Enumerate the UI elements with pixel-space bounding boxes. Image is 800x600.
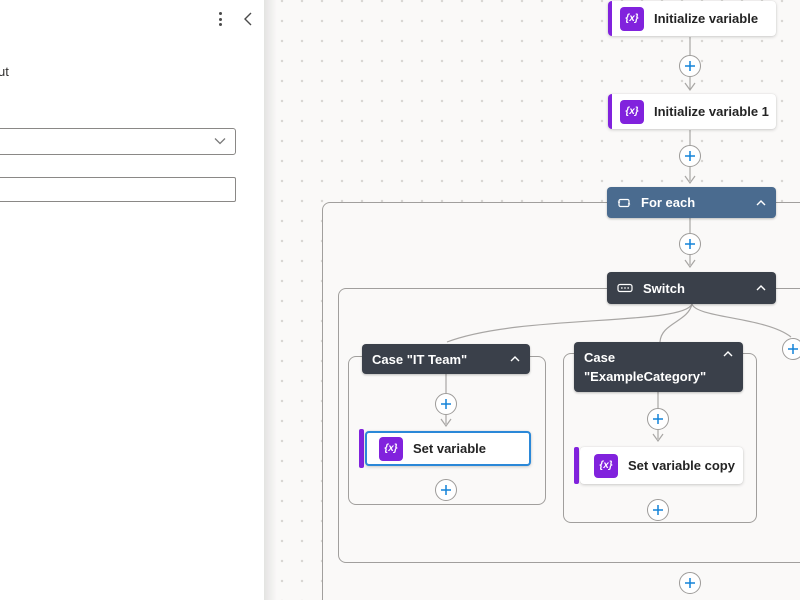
insert-action-button[interactable] [679, 55, 701, 77]
parameter-input[interactable] [0, 177, 236, 202]
plus-icon [653, 505, 663, 515]
plus-icon [788, 344, 798, 354]
insert-action-button[interactable] [679, 145, 701, 167]
action-label: Set variable [413, 441, 486, 456]
scope-case-it-team[interactable]: Case "IT Team" [362, 344, 530, 374]
insert-action-button[interactable] [435, 393, 457, 415]
plus-icon [653, 414, 663, 424]
collapse-panel-button[interactable] [238, 9, 256, 29]
insert-action-button[interactable] [647, 499, 669, 521]
insert-action-button[interactable] [435, 479, 457, 501]
chevron-up-icon [756, 199, 766, 205]
scope-label: Switch [643, 280, 685, 296]
action-initialize-variable[interactable]: {x} Initialize variable [608, 1, 776, 36]
variable-icon: {x} [620, 99, 644, 124]
variable-icon: {x} [594, 453, 618, 478]
action-initialize-variable-1[interactable]: {x} Initialize variable 1 [608, 94, 776, 129]
scope-label: For each [641, 195, 696, 210]
chevron-up-icon [723, 351, 733, 357]
chevron-up-icon [510, 356, 520, 362]
collapse-scope-button[interactable] [723, 351, 733, 357]
plus-icon [685, 61, 695, 71]
scope-case-example-category[interactable]: Case "ExampleCategory" [574, 342, 743, 392]
plus-icon [441, 399, 451, 409]
scope-switch[interactable]: Switch [607, 272, 776, 304]
chevron-up-icon [756, 285, 766, 291]
action-label: Initialize variable [654, 11, 759, 26]
chevron-left-icon [243, 12, 251, 26]
connector-accent-bar [574, 447, 579, 484]
field-label-fragment: ut [0, 64, 9, 79]
variable-icon: {x} [620, 6, 644, 31]
scope-label: Case "IT Team" [372, 351, 468, 367]
plus-icon [685, 578, 695, 588]
variable-icon: {x} [379, 436, 403, 461]
scope-for-each[interactable]: For each [607, 187, 776, 218]
connector-accent-bar [608, 1, 612, 36]
plus-icon [685, 151, 695, 161]
action-set-variable-copy[interactable]: {x} Set variable copy [580, 447, 743, 484]
properties-panel: ut [0, 0, 264, 600]
collapse-scope-button[interactable] [510, 356, 520, 362]
insert-action-button[interactable] [647, 408, 669, 430]
parameter-dropdown[interactable] [0, 128, 236, 155]
connector-accent-bar [359, 429, 364, 468]
action-set-variable[interactable]: {x} Set variable [365, 431, 531, 466]
switch-icon [617, 283, 633, 293]
insert-action-button[interactable] [679, 572, 701, 594]
scope-label: Case "ExampleCategory" [584, 350, 707, 384]
connector-accent-bar [608, 94, 612, 129]
action-label: Initialize variable 1 [654, 104, 769, 119]
more-options-icon[interactable] [212, 9, 228, 29]
action-label: Set variable copy [628, 458, 735, 473]
collapse-scope-button[interactable] [756, 285, 766, 291]
insert-action-button[interactable] [679, 233, 701, 255]
for-each-icon [617, 197, 631, 209]
plus-icon [685, 239, 695, 249]
add-case-button[interactable] [782, 338, 800, 360]
collapse-scope-button[interactable] [756, 199, 766, 206]
plus-icon [441, 485, 451, 495]
